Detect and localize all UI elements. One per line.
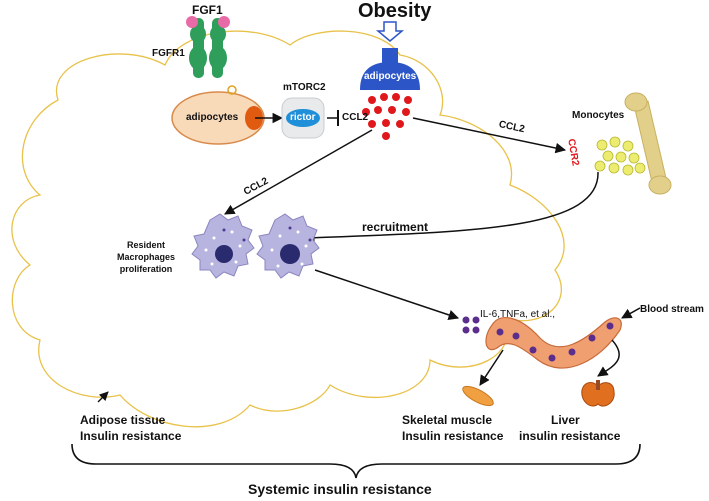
ccl2-cluster <box>362 93 412 140</box>
fgfr1-receptor <box>186 16 230 78</box>
arrow-macrophages-to-cytokines <box>314 269 459 320</box>
cytokine-dots <box>462 316 480 334</box>
cytokines-label: IL-6,TNFa, et al., <box>480 309 556 320</box>
adipose-label-2: Insulin resistance <box>80 429 182 443</box>
ccl2-center-label: CCL2 <box>342 112 369 123</box>
muscle-icon <box>462 385 494 407</box>
bone <box>624 92 672 195</box>
rictor-label: rictor <box>290 112 316 123</box>
adipose-label-1: Adipose tissue <box>80 413 166 427</box>
vessel-cells <box>496 322 614 362</box>
fgf1-ligand-right <box>218 16 230 28</box>
arrow-adipose-tissue <box>97 391 109 403</box>
macrophage-1 <box>191 213 255 279</box>
fgf1-label: FGF1 <box>192 3 223 17</box>
adipocytes-left-label: adipocytes <box>186 112 239 123</box>
resident-label-1: Resident <box>126 240 165 250</box>
blood-vessel <box>485 317 622 369</box>
monocyte-cluster <box>594 136 646 176</box>
fgfr1-label: FGFR1 <box>152 48 185 59</box>
monocytes-label: Monocytes <box>572 110 625 121</box>
curly-brace-icon <box>71 443 641 479</box>
obesity-label: Obesity <box>358 0 432 22</box>
macrophage-2 <box>256 213 320 279</box>
skeletal-label-2: Insulin resistance <box>402 429 504 443</box>
resident-label-2: Macrophages <box>116 252 176 262</box>
liver-label-2: insulin resistance <box>519 429 621 443</box>
arrow-vessel-to-muscle <box>479 349 504 386</box>
arrow-blood-stream <box>621 307 641 319</box>
open-down-arrow-icon <box>375 21 405 42</box>
recruitment-label: recruitment <box>362 220 429 234</box>
skeletal-label-1: Skeletal muscle <box>402 413 493 427</box>
liver-icon <box>581 380 615 407</box>
resident-label-3: proliferation <box>119 264 173 274</box>
arrow-vessel-to-liver <box>597 339 620 377</box>
arrow-ccl2-to-macrophages <box>224 129 373 215</box>
liver-label-1: Liver <box>551 413 580 427</box>
fgf1-ligand-left <box>186 16 198 28</box>
adipose-cloud <box>11 30 565 428</box>
adipocyte-top <box>360 48 420 90</box>
systemic-insulin-resistance-label: Systemic insulin resistance <box>248 481 432 497</box>
arrow-recruitment <box>303 171 599 243</box>
blood-stream-label: Blood stream <box>640 304 704 315</box>
mtorc2-label: mTORC2 <box>283 82 326 93</box>
mtorc2-complex <box>281 97 325 139</box>
adipocytes-top-label: adipocytes <box>364 71 417 82</box>
arrow-ccl2-to-monocytes <box>412 117 567 154</box>
